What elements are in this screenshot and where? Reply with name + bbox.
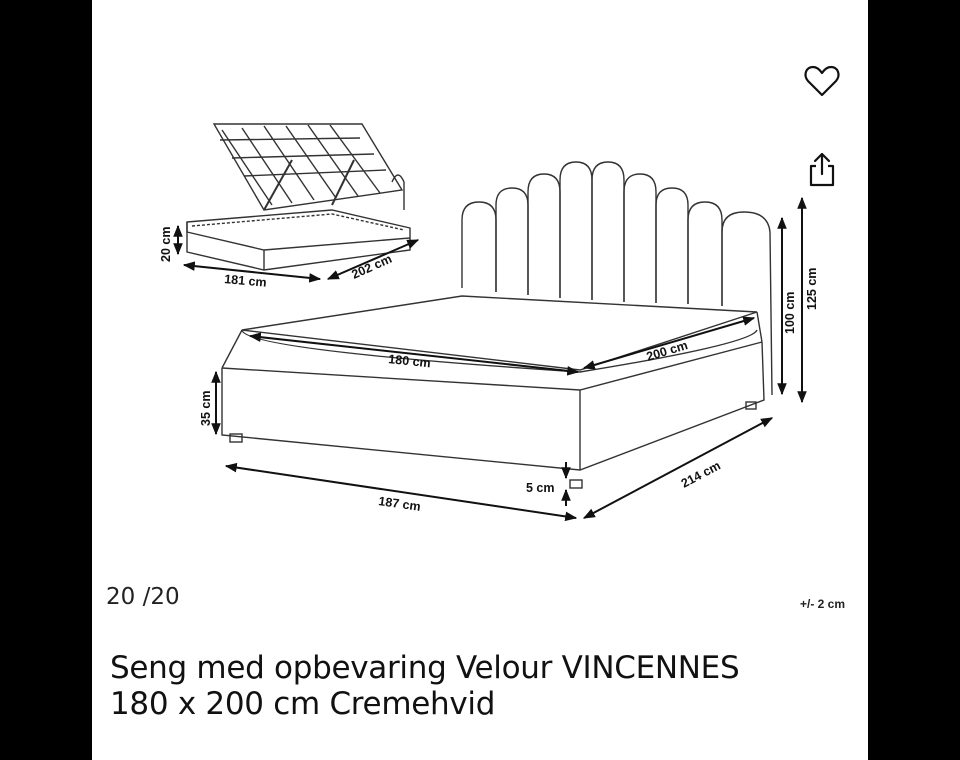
frame-height-label: 35 cm (199, 391, 213, 426)
total-height-label: 125 cm (805, 268, 819, 310)
storage-height-label: 20 cm (159, 227, 173, 262)
image-counter: 20 /20 (106, 584, 180, 610)
bed-illustration (221, 161, 773, 489)
mattress-width-label: 180 cm (388, 352, 432, 370)
product-title-line-1: Seng med opbevaring Velour VINCENNES (110, 650, 740, 686)
product-title: Seng med opbevaring Velour VINCENNES 180… (110, 650, 860, 722)
storage-width-label: 181 cm (224, 272, 267, 290)
headboard-height-label: 100 cm (783, 292, 797, 334)
favorite-button[interactable] (802, 61, 842, 101)
heart-icon (804, 65, 840, 97)
product-title-line-2: 180 x 200 cm Cremehvid (110, 686, 496, 722)
product-gallery-view: 20 cm 181 cm 202 cm (92, 0, 868, 760)
tolerance-note: +/- 2 cm (800, 597, 846, 611)
share-icon (809, 152, 835, 187)
storage-bed-dimensions (173, 224, 420, 283)
share-button[interactable] (802, 150, 842, 190)
outer-width-label: 187 cm (378, 494, 422, 514)
bed-dimensions (211, 196, 807, 522)
dimension-diagram: 20 cm 181 cm 202 cm (159, 123, 819, 522)
storage-length-label: 202 cm (350, 252, 394, 282)
storage-bed-illustration (186, 123, 411, 271)
leg-height-label: 5 cm (526, 481, 555, 495)
